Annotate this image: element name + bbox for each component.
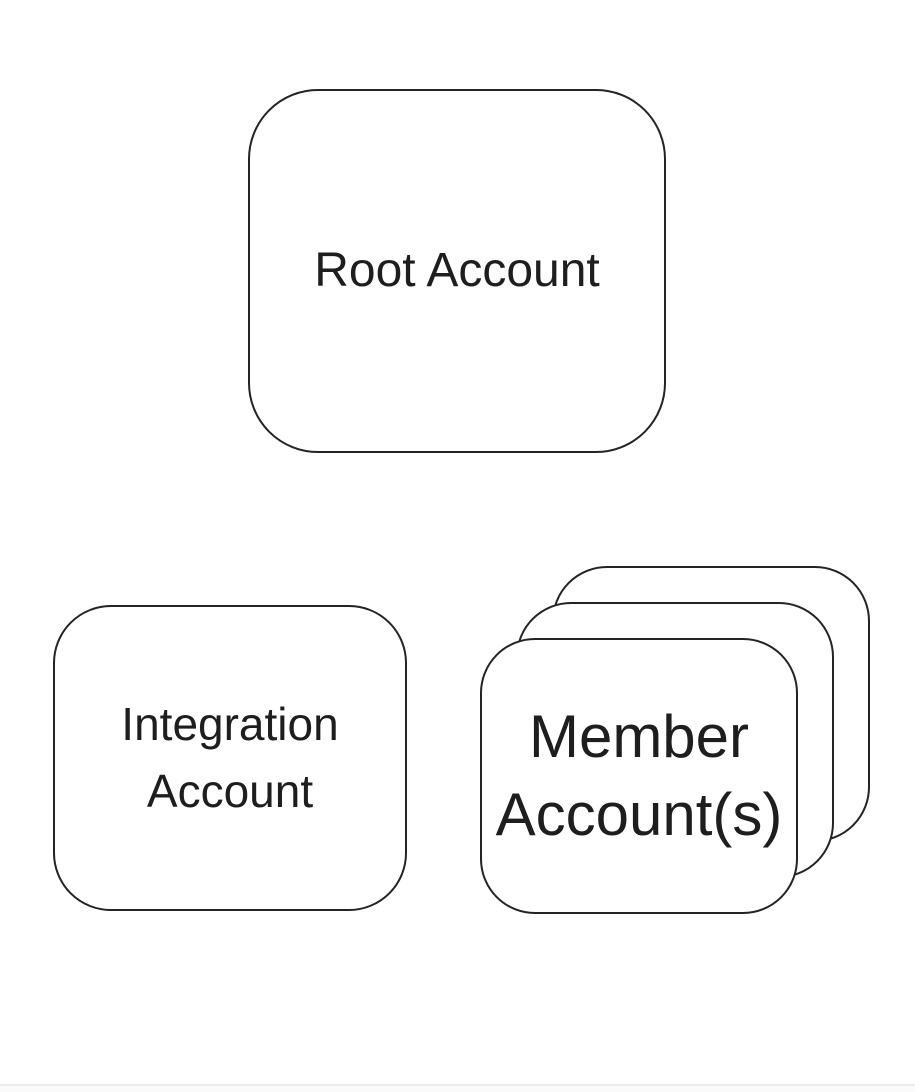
integration-account-label: Integration Account	[121, 698, 339, 817]
bottom-divider	[0, 1084, 915, 1092]
root-account-node: Root Account	[248, 89, 666, 453]
root-account-label: Root Account	[314, 243, 600, 297]
integration-account-node: Integration Account	[53, 605, 407, 911]
member-account-card-front: Member Account(s)	[480, 638, 798, 914]
member-accounts-label: Member Account(s)	[495, 703, 783, 848]
